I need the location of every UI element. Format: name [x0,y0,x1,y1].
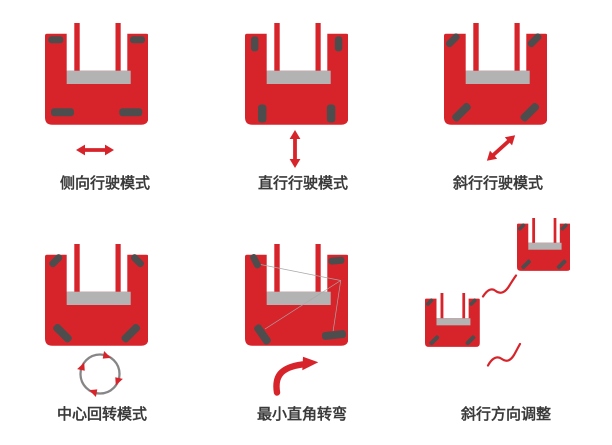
wheel [50,108,74,117]
fork-left [274,23,280,74]
forklift-side-travel [45,23,149,125]
arrow-head [302,356,319,371]
vertical-double-arrow [289,130,301,168]
curved-turn-arrow [273,356,319,396]
forklift-min-turn [245,244,349,346]
wheel [426,298,434,306]
rotation-arrow-head [102,350,111,359]
wheel [465,335,476,346]
arrow-head [289,159,301,168]
wheel [48,36,64,44]
wheel [250,36,259,52]
load-backrest-bar [266,70,331,84]
forklift-center-rotation [45,244,149,346]
fork-right [315,244,321,295]
wheel [53,324,72,343]
fork-left [74,23,80,74]
wheel [321,330,347,341]
curve [486,342,522,367]
arrow-head [75,144,85,156]
curve [481,274,518,298]
fork-right [315,23,321,74]
fork-right [553,217,557,244]
fork-right [115,23,121,74]
wheel [517,223,525,231]
arrow-head [104,144,114,156]
s-curve-upper [481,274,518,298]
label-diagonal-adjustment: 斜行方向调整 [460,406,552,423]
forklift-straight-travel [245,23,349,125]
wheel [257,104,267,123]
fork-left [473,23,479,74]
pivot-line [332,280,342,333]
fork-left [531,217,535,244]
fork-right [115,244,121,295]
wheel [129,36,145,44]
fork-right [514,23,520,74]
wheel [250,254,261,269]
wheel [119,108,143,117]
label-side-travel-mode: 侧向行驶模式 [59,175,151,192]
load-backrest-bar [66,291,131,306]
forklift-small-upper [516,217,571,271]
wheel [445,33,460,48]
label-center-rotation-mode: 中心回转模式 [56,406,148,423]
forklift-small-lower [425,293,480,347]
load-backrest-bar [436,318,471,326]
arrow-shaft [491,139,510,157]
wheel [452,103,471,122]
rotation-arrow-head [76,362,85,371]
forklift-diagonal-travel [444,23,548,125]
wheel [520,259,531,269]
wheel [326,104,336,123]
wheel [556,259,567,269]
horizontal-double-arrow [75,144,114,156]
s-curve-lower [486,342,522,367]
wheel [520,103,540,122]
label-diagonal-travel-mode: 斜行行驶模式 [452,175,544,192]
fork-right [462,293,466,320]
fork-left [74,244,80,295]
pivot-line [264,280,341,330]
rotation-circle-symbol [76,350,123,397]
load-backrest-bar [66,70,131,85]
wheel [49,254,63,268]
pivot-line [257,263,341,282]
arrow-head [504,135,515,146]
load-backrest-bar [266,291,331,306]
rotation-circle [79,352,121,395]
rotation-arrow-head [114,376,123,385]
wheel [429,335,440,346]
fork-left [440,293,444,320]
wheel [254,324,271,345]
wheel [121,324,141,343]
wheel [469,298,477,306]
label-straight-travel-mode: 直行行驶模式 [257,175,349,192]
rotation-arrow-head [88,388,97,397]
wheel [560,223,568,231]
wheel [334,36,343,52]
diagonal-double-arrow [486,135,515,161]
wheel [130,254,145,268]
load-backrest-bar [465,70,530,85]
fork-left [274,244,280,295]
wheel [328,257,345,265]
curve [273,361,306,396]
label-min-right-angle-turn: 最小直角转弯 [256,406,348,423]
wheel [527,33,542,48]
arrow-head [289,130,301,139]
load-backrest-bar [527,242,562,250]
